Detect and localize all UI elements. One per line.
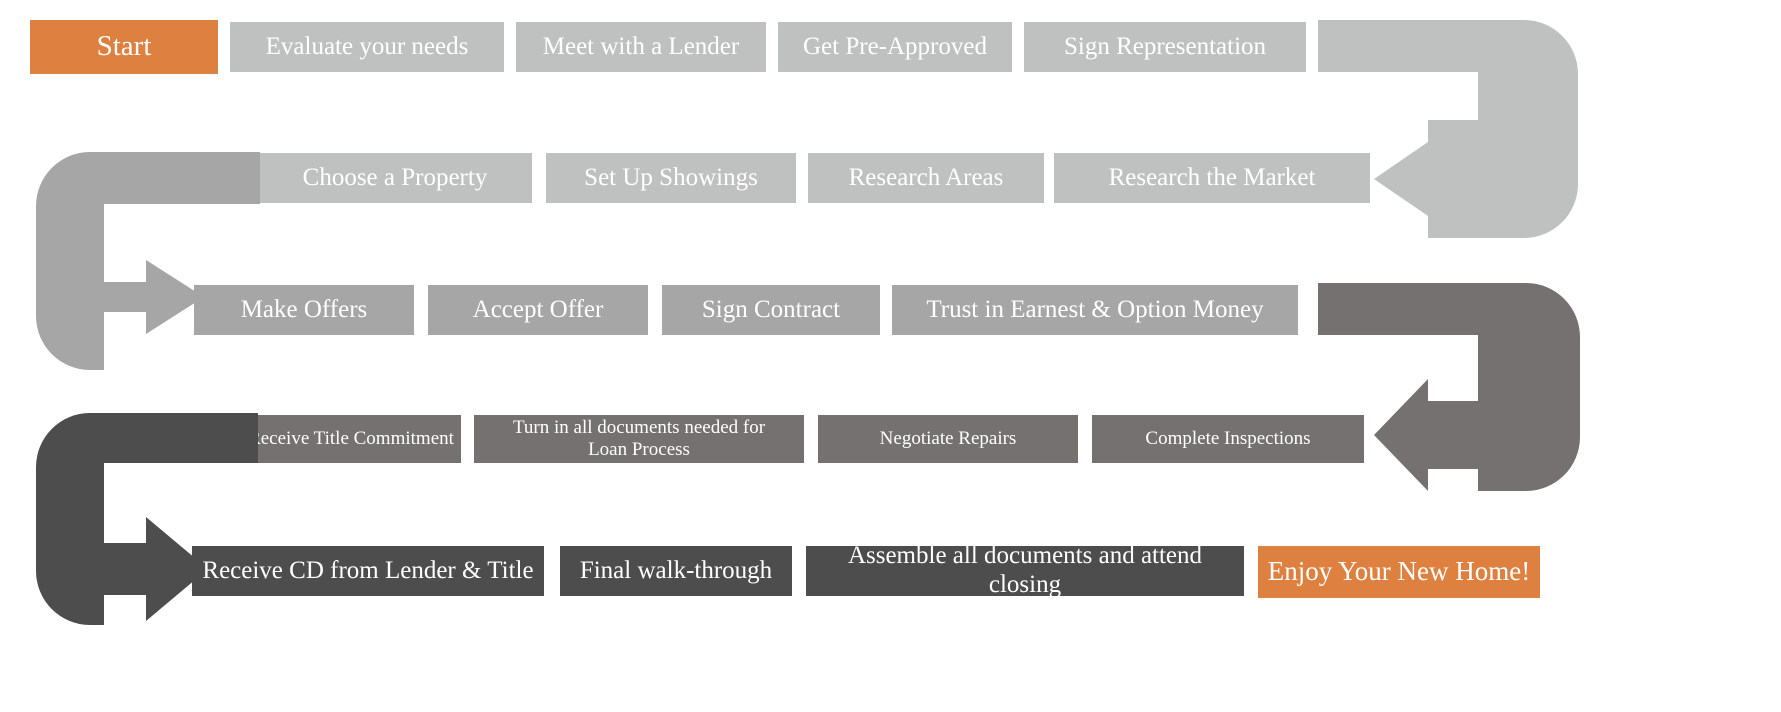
step-final-walk-through[interactable]: Final walk-through — [560, 546, 792, 596]
step-assemble-all-documents-and-attend-closing[interactable]: Assemble all documents and attend closin… — [806, 542, 1244, 598]
step-research-the-market[interactable]: Research the Market — [1054, 153, 1370, 203]
connector-row2-to-row3 — [36, 152, 260, 370]
step-evaluate-your-needs[interactable]: Evaluate your needs — [230, 22, 504, 72]
step-sign-representation[interactable]: Sign Representation — [1024, 22, 1306, 72]
step-research-areas[interactable]: Research Areas — [808, 153, 1044, 203]
step-accept-offer[interactable]: Accept Offer — [428, 285, 648, 335]
step-make-offers[interactable]: Make Offers — [194, 285, 414, 335]
step-negotiate-repairs[interactable]: Negotiate Repairs — [818, 415, 1078, 463]
connector-row1-to-row2 — [1318, 20, 1578, 238]
step-sign-contract[interactable]: Sign Contract — [662, 285, 880, 335]
step-start[interactable]: Start — [30, 20, 218, 74]
step-meet-with-a-lender[interactable]: Meet with a Lender — [516, 22, 766, 72]
step-receive-title-commitment[interactable]: Receive Title Commitment — [241, 415, 461, 463]
step-get-pre-approved[interactable]: Get Pre-Approved — [778, 22, 1012, 72]
step-complete-inspections[interactable]: Complete Inspections — [1092, 415, 1364, 463]
step-enjoy-your-new-home[interactable]: Enjoy Your New Home! — [1258, 546, 1540, 598]
step-trust-in-earnest-and-option-money[interactable]: Trust in Earnest & Option Money — [892, 285, 1298, 335]
step-receive-cd-from-lender-and-title[interactable]: Receive CD from Lender & Title — [192, 546, 544, 596]
step-choose-a-property[interactable]: Choose a Property — [258, 153, 532, 203]
step-turn-in-all-documents-needed-for-loan-process[interactable]: Turn in all documents needed for Loan Pr… — [474, 415, 804, 463]
step-set-up-showings[interactable]: Set Up Showings — [546, 153, 796, 203]
